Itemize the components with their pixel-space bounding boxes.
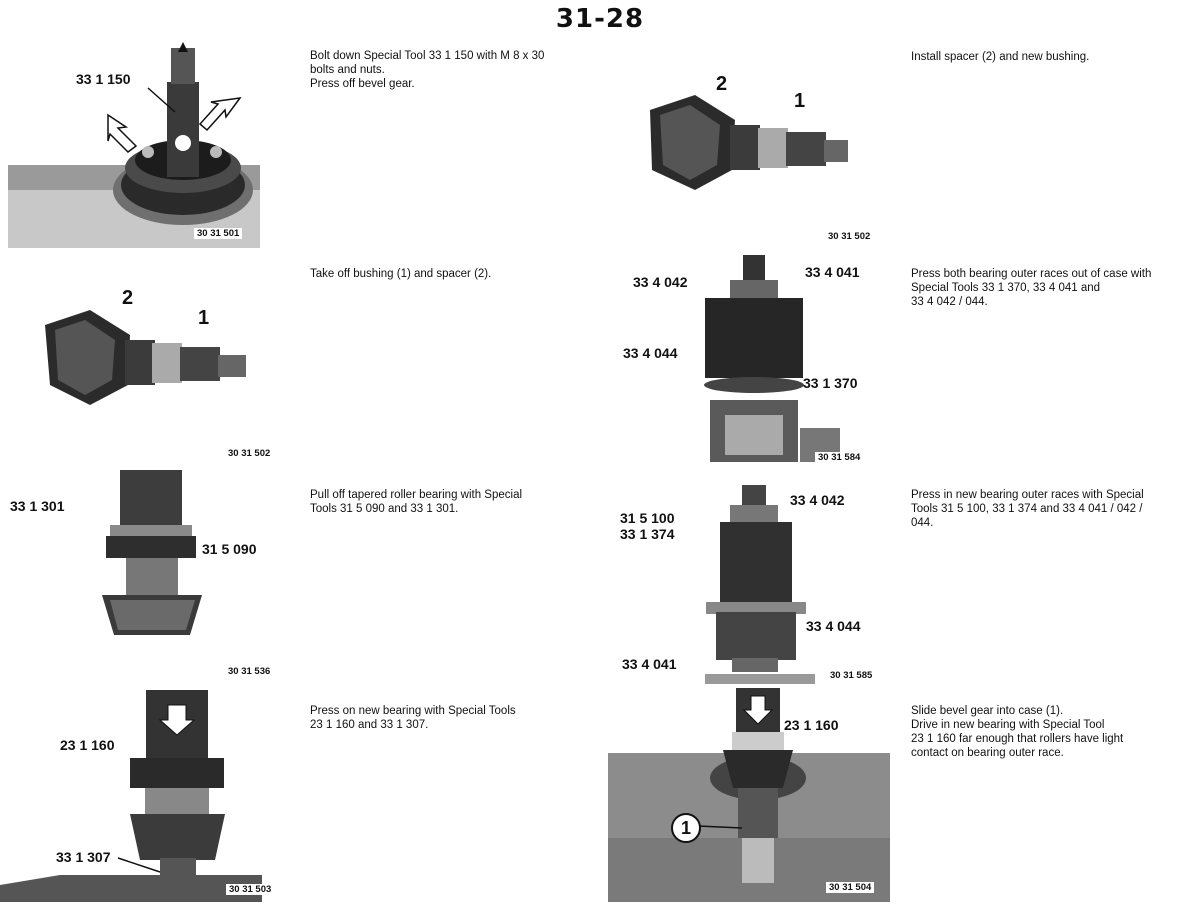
- step-text-press-on-bearing: Press on new bearing with Special Tools …: [310, 705, 516, 731]
- race-press-out-photo: [704, 255, 840, 462]
- page-number: 31-28: [555, 4, 645, 34]
- bearing-press-photo: [0, 690, 262, 902]
- step-text-slide-bevel-gear: Slide bevel gear into case (1). Drive in…: [911, 705, 1124, 759]
- step-text-press-out-races: Press both bearing outer races out of ca…: [911, 268, 1152, 308]
- figure-install-spacer: 2 1 30 31 502: [640, 70, 890, 245]
- callout-case: 1: [671, 813, 701, 843]
- callout-tool-334044: 33 4 044: [806, 618, 861, 634]
- callout-tool-315100: 31 5 100: [620, 510, 675, 526]
- callout-tool-334041: 33 4 041: [622, 656, 677, 672]
- figure-number: 30 31 501: [194, 228, 243, 239]
- callout-bushing: 1: [198, 307, 210, 329]
- step-text-take-off-bushing: Take off bushing (1) and spacer (2).: [310, 268, 492, 280]
- bevel-gear-press-photo: [8, 42, 260, 248]
- step-text-pull-off-bearing: Pull off tapered roller bearing with Spe…: [310, 489, 523, 515]
- callout-tool-334041: 33 4 041: [805, 264, 860, 280]
- pinion-shaft-photo: [650, 95, 848, 190]
- pinion-shaft-photo: [45, 310, 246, 405]
- step-text-press-in-races: Press in new bearing outer races with Sp…: [911, 489, 1144, 529]
- bevel-gear-case-photo: [608, 688, 890, 902]
- callout-tool-331374: 33 1 374: [620, 526, 675, 542]
- figure-press-out-races: 33 4 042 33 4 041 33 4 044 33 1 370 30 3…: [615, 250, 895, 470]
- callout-bushing: 1: [794, 90, 806, 112]
- callout-tool-331370: 33 1 370: [803, 375, 858, 391]
- figure-number: 30 31 504: [826, 882, 875, 893]
- callout-tool-315090: 31 5 090: [202, 541, 257, 557]
- figure-number: 30 31 502: [828, 231, 871, 242]
- callout-tool-331307: 33 1 307: [56, 849, 111, 865]
- figure-number: 30 31 585: [830, 670, 873, 681]
- callout-spacer: 2: [716, 73, 728, 95]
- callout-tool-231160: 23 1 160: [60, 737, 115, 753]
- race-press-in-photo: [705, 485, 815, 684]
- bearing-puller-photo: [102, 470, 202, 635]
- callout-tool-334044: 33 4 044: [623, 345, 678, 361]
- figure-number: 30 31 536: [228, 666, 271, 677]
- figure-pull-off-bearing: 33 1 301 31 5 090 30 31 536: [10, 470, 270, 680]
- callout-tool-331150: 33 1 150: [76, 71, 131, 87]
- callout-tool-331301: 33 1 301: [10, 498, 65, 514]
- figure-number: 30 31 584: [815, 452, 864, 463]
- step-text-bolt-down: Bolt down Special Tool 33 1 150 with M 8…: [310, 50, 545, 90]
- callout-tool-334042: 33 4 042: [790, 492, 845, 508]
- figure-slide-bevel-gear: 23 1 160 1 30 31 504: [608, 688, 890, 902]
- callout-spacer: 2: [122, 287, 134, 309]
- figure-press-in-races: 33 4 042 31 5 100 33 1 374 33 4 044 33 4…: [620, 480, 890, 685]
- figure-number: 30 31 503: [226, 884, 275, 895]
- figure-take-off-bushing: 2 1 30 31 502: [40, 285, 270, 460]
- figure-press-on-bearing: 23 1 160 33 1 307 30 31 503: [0, 690, 275, 902]
- callout-tool-231160: 23 1 160: [784, 717, 839, 733]
- figure-bolt-down: 33 1 150 30 31 501: [8, 40, 260, 248]
- figure-number: 30 31 502: [228, 448, 271, 459]
- step-text-install-spacer: Install spacer (2) and new bushing.: [911, 51, 1090, 63]
- callout-tool-334042: 33 4 042: [633, 274, 688, 290]
